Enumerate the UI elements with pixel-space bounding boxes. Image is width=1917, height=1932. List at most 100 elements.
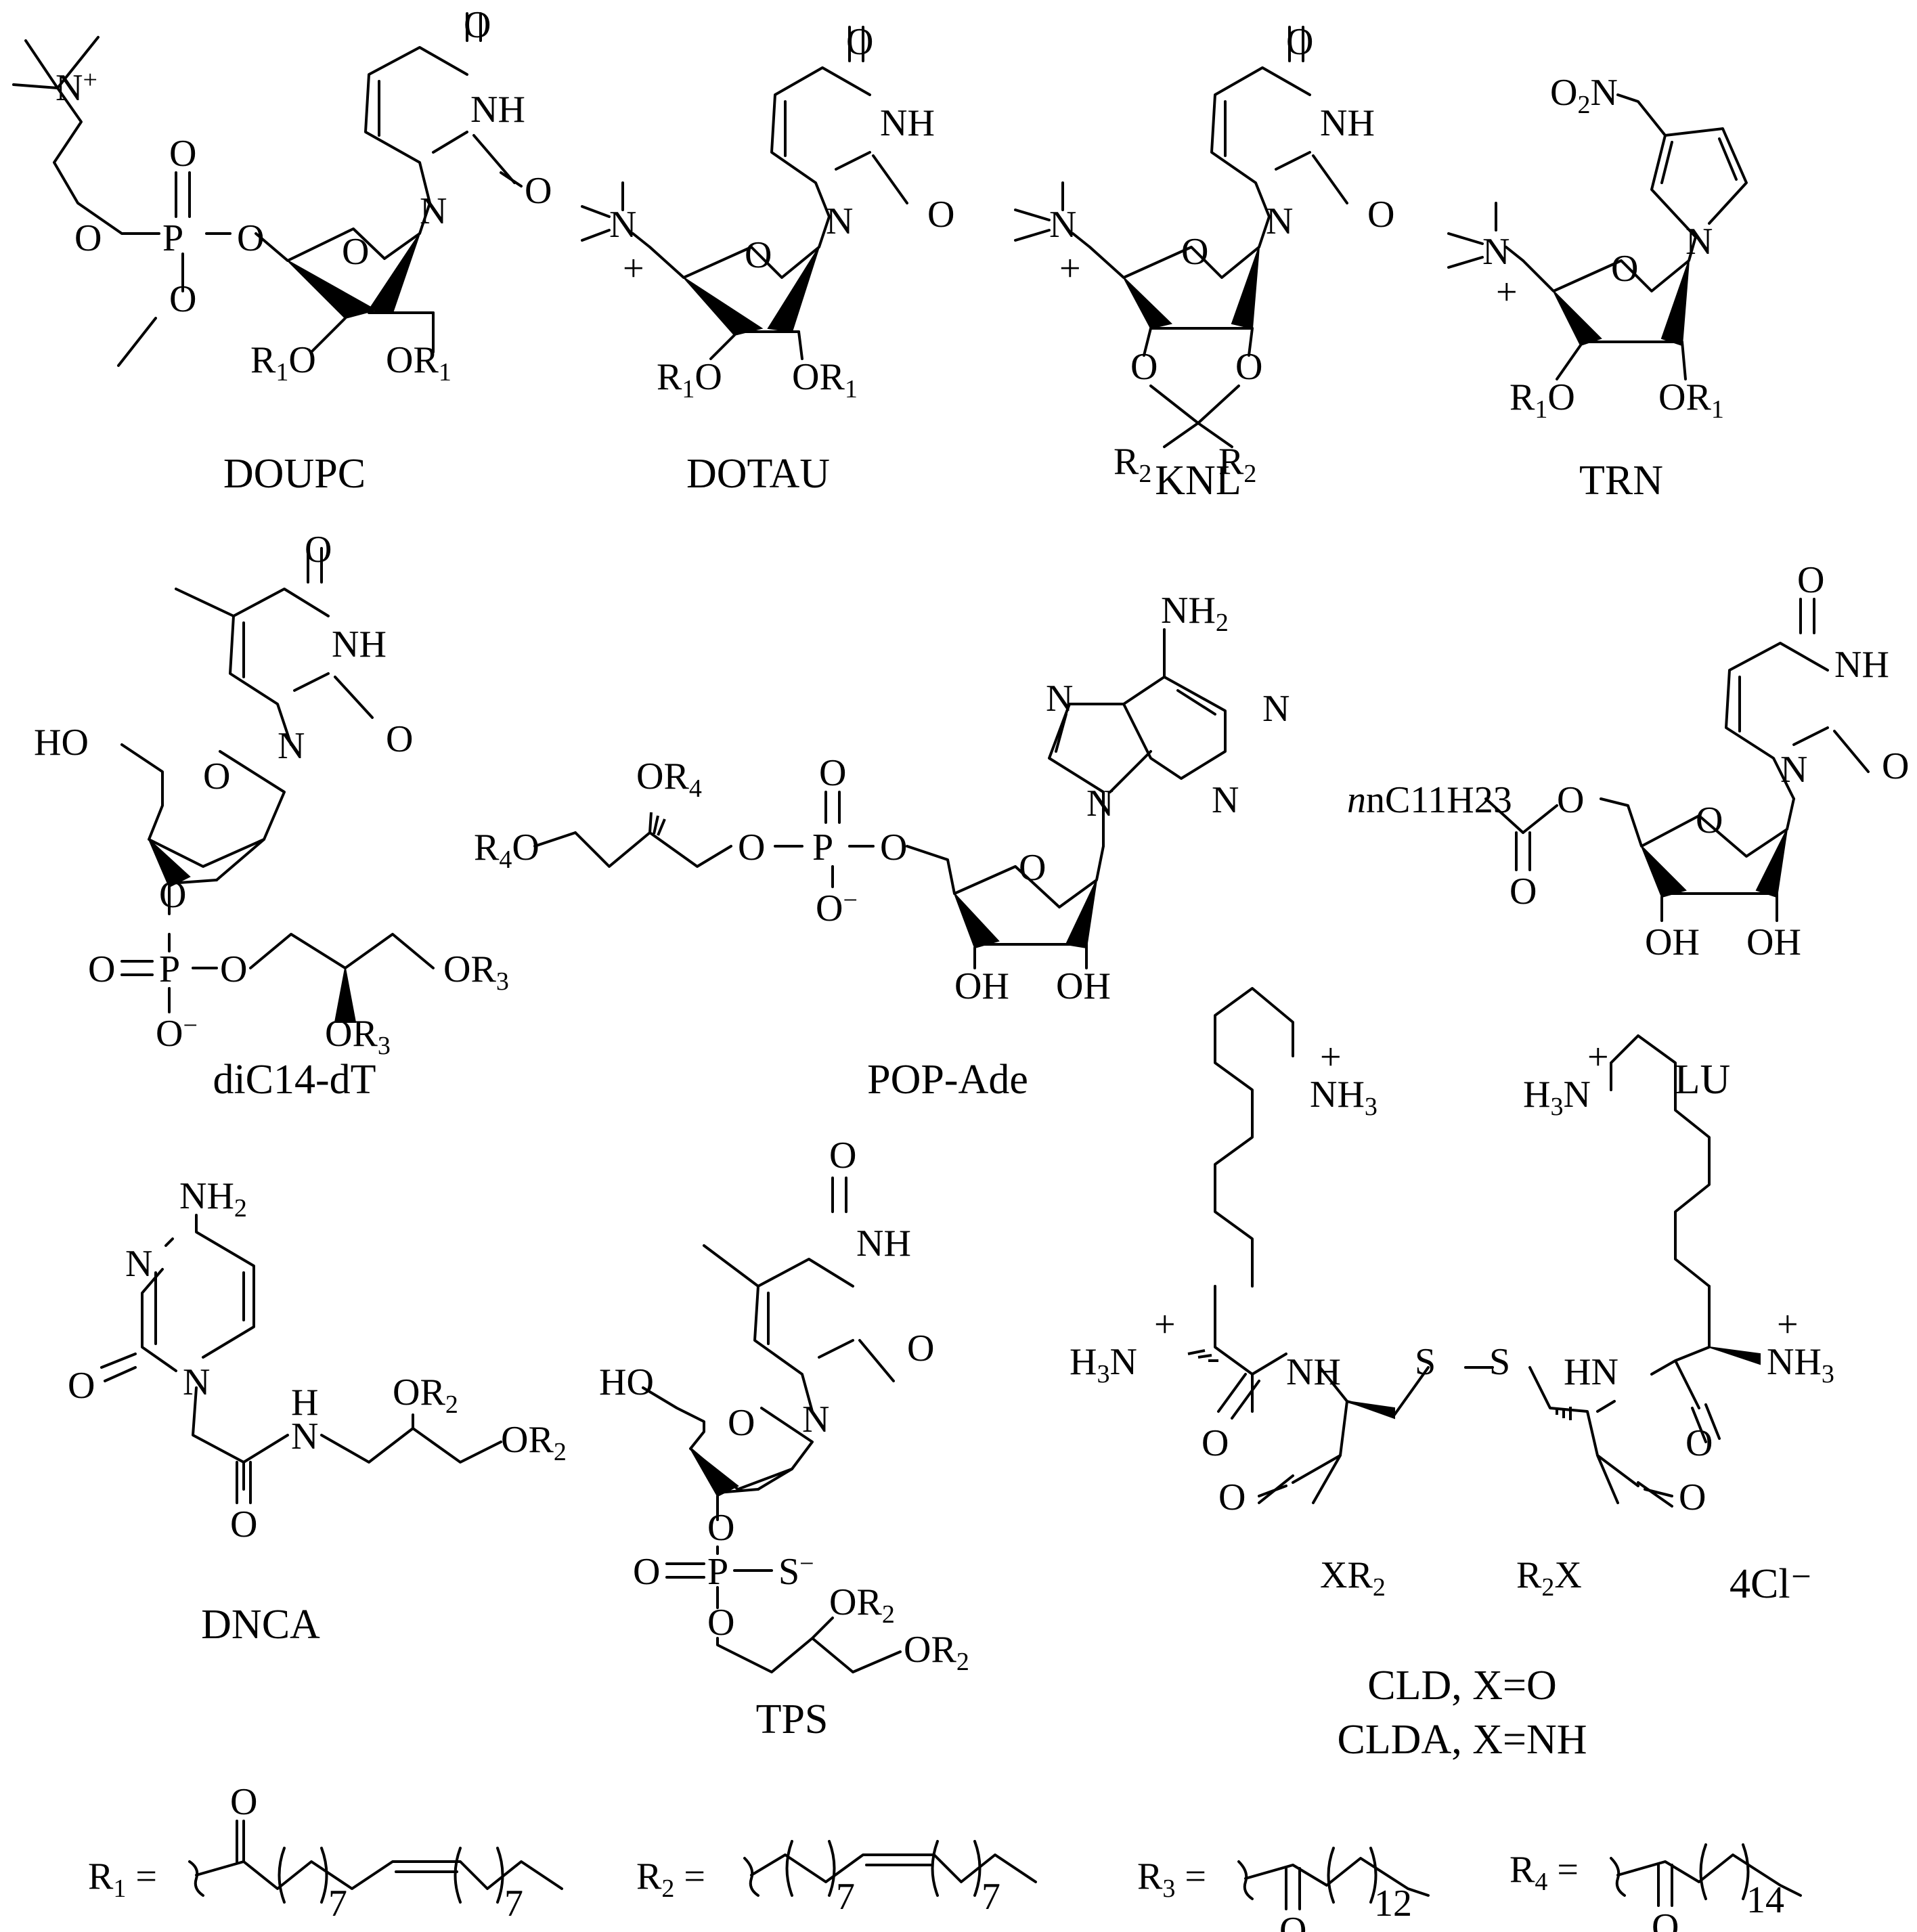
compound-label-dotau: DOTAU xyxy=(686,451,830,497)
atom-label: N xyxy=(183,1361,210,1403)
svg-text:R3 =: R3 = xyxy=(1137,1856,1206,1903)
atom-label: O xyxy=(237,217,264,259)
atom-label: NH xyxy=(1834,644,1889,686)
r3-label: R xyxy=(1137,1856,1163,1897)
atom-label: NH xyxy=(1320,102,1375,144)
r3-label: R xyxy=(352,1013,378,1055)
atom-label: O xyxy=(695,356,722,398)
svg-text:NH2: NH2 xyxy=(179,1175,247,1223)
atom-label: OH xyxy=(1746,921,1801,963)
r2-label: R xyxy=(528,1419,554,1461)
atom-label: O xyxy=(305,529,332,571)
atom-label: O xyxy=(1181,231,1208,273)
atom-label: N xyxy=(278,725,305,767)
r2-label: R xyxy=(1347,1554,1373,1596)
atom-label: O xyxy=(88,948,115,990)
atom-label: O xyxy=(636,755,663,797)
r4-label: R xyxy=(663,755,689,797)
atom-label: X xyxy=(1320,1554,1347,1596)
structure-knl: N + O O NH N O O O R2 R2 KNL xyxy=(1014,21,1394,504)
svg-text:NH3: NH3 xyxy=(1310,1074,1378,1121)
r1-index: 1 xyxy=(439,358,451,387)
counterion-label: 4Cl⁻ xyxy=(1729,1561,1812,1607)
substituent-r2-definition: R2 = 7 7 xyxy=(636,1840,1037,1918)
svg-text:OR2: OR2 xyxy=(829,1581,895,1629)
atom-label: O xyxy=(745,234,772,276)
r2-label: R xyxy=(1114,441,1139,483)
r4-label: R xyxy=(474,827,500,869)
atom-label: O xyxy=(846,21,873,63)
atom-label: O xyxy=(156,1013,183,1055)
compound-label-dic14dt: diC14-dT xyxy=(213,1057,376,1103)
r1-index: 1 xyxy=(845,375,858,403)
atom-label: O xyxy=(1685,1422,1713,1464)
r1-index: 1 xyxy=(276,358,288,387)
compound-label-dnca: DNCA xyxy=(201,1602,320,1648)
structure-popade: R4O OR4 O P O O O− O N N N N NH2 OH OH P… xyxy=(474,590,1290,1103)
structure-tps: HO O N O NH O O P O S− O OR2 OR2 TPS xyxy=(599,1135,969,1742)
r4-index: 4 xyxy=(1535,1868,1547,1896)
atom-label: X xyxy=(1554,1554,1581,1596)
atom-label: N xyxy=(609,204,636,246)
atom-label: H xyxy=(1523,1074,1550,1116)
svg-text:OR3: OR3 xyxy=(325,1013,391,1060)
atom-label: O xyxy=(904,1629,931,1671)
atom-label: O xyxy=(386,718,413,760)
r2-index: 2 xyxy=(1243,460,1256,488)
atom-label: O xyxy=(325,1013,352,1055)
atom-label: N xyxy=(1590,72,1617,114)
atom-label: NH xyxy=(179,1175,234,1217)
atom-label: N xyxy=(826,200,853,242)
r4-index: 4 xyxy=(689,774,702,803)
structure-dnca: NH2 N N O O H N OR2 OR2 DNCA xyxy=(68,1175,567,1648)
compound-label-knl: KNL xyxy=(1155,458,1241,504)
atom-label: N xyxy=(1086,783,1114,825)
svg-text:NH2: NH2 xyxy=(1161,590,1229,637)
atom-label: O xyxy=(386,339,413,381)
atom-label: H xyxy=(291,1382,318,1424)
atom-label: N xyxy=(125,1243,152,1285)
compound-label-doupc: DOUPC xyxy=(223,451,366,497)
atom-label: N xyxy=(1049,204,1076,246)
r2-index: 2 xyxy=(1373,1573,1386,1602)
atom-label: O xyxy=(707,1602,734,1644)
atom-label: O xyxy=(707,1507,734,1549)
svg-text:R4 =: R4 = xyxy=(1510,1849,1579,1896)
atom-label: O xyxy=(230,1781,257,1823)
structure-cld-clda: H3N + NH3 + O NH S S O XR2 HN O O R2X H3… xyxy=(1070,987,1834,1763)
atom-label: N xyxy=(1563,1074,1590,1116)
r2-label: R xyxy=(856,1581,882,1623)
svg-text:OR2: OR2 xyxy=(501,1419,567,1466)
atom-label: O xyxy=(220,948,247,990)
svg-text:OR1: OR1 xyxy=(386,339,451,387)
atom-label: H xyxy=(1070,1341,1097,1383)
svg-text:+: + xyxy=(623,248,644,290)
atom-label: N xyxy=(1212,779,1239,821)
structure-trn: N + O N O2N R1O OR1 TRN xyxy=(1447,72,1748,504)
atom-label: O xyxy=(1510,871,1537,913)
svg-text:XR2: XR2 xyxy=(1320,1554,1386,1602)
svg-text:R1O: R1O xyxy=(657,356,722,403)
r2-label: R xyxy=(1218,441,1244,483)
atom-label: O xyxy=(1611,248,1638,290)
svg-text:+: + xyxy=(1496,271,1518,313)
atom-label: N xyxy=(1482,231,1510,273)
atom-label: O xyxy=(1019,847,1046,889)
atom-label: N xyxy=(1685,221,1713,263)
atom-label: NH xyxy=(880,102,935,144)
atom-label: N xyxy=(1046,678,1073,720)
atom-label: N xyxy=(420,190,447,232)
r1-repeat-b: 7 xyxy=(504,1883,523,1925)
atom-label: O xyxy=(159,874,186,916)
compound-label-lu: LU xyxy=(1675,1057,1731,1103)
atom-label: O xyxy=(829,1135,856,1177)
r3-index: 3 xyxy=(1162,1874,1175,1903)
structure-dotau: N + O O NH N O R1O OR1 DOTAU xyxy=(581,21,954,497)
svg-text:OR3: OR3 xyxy=(443,948,509,996)
substituent-r4-definition: R4 = O 14 xyxy=(1510,1843,1802,1932)
svg-text:R2X: R2X xyxy=(1516,1554,1582,1602)
r1-label: R xyxy=(413,339,439,381)
atom-label: NH xyxy=(1286,1351,1341,1393)
atom-label: O xyxy=(907,1327,934,1369)
